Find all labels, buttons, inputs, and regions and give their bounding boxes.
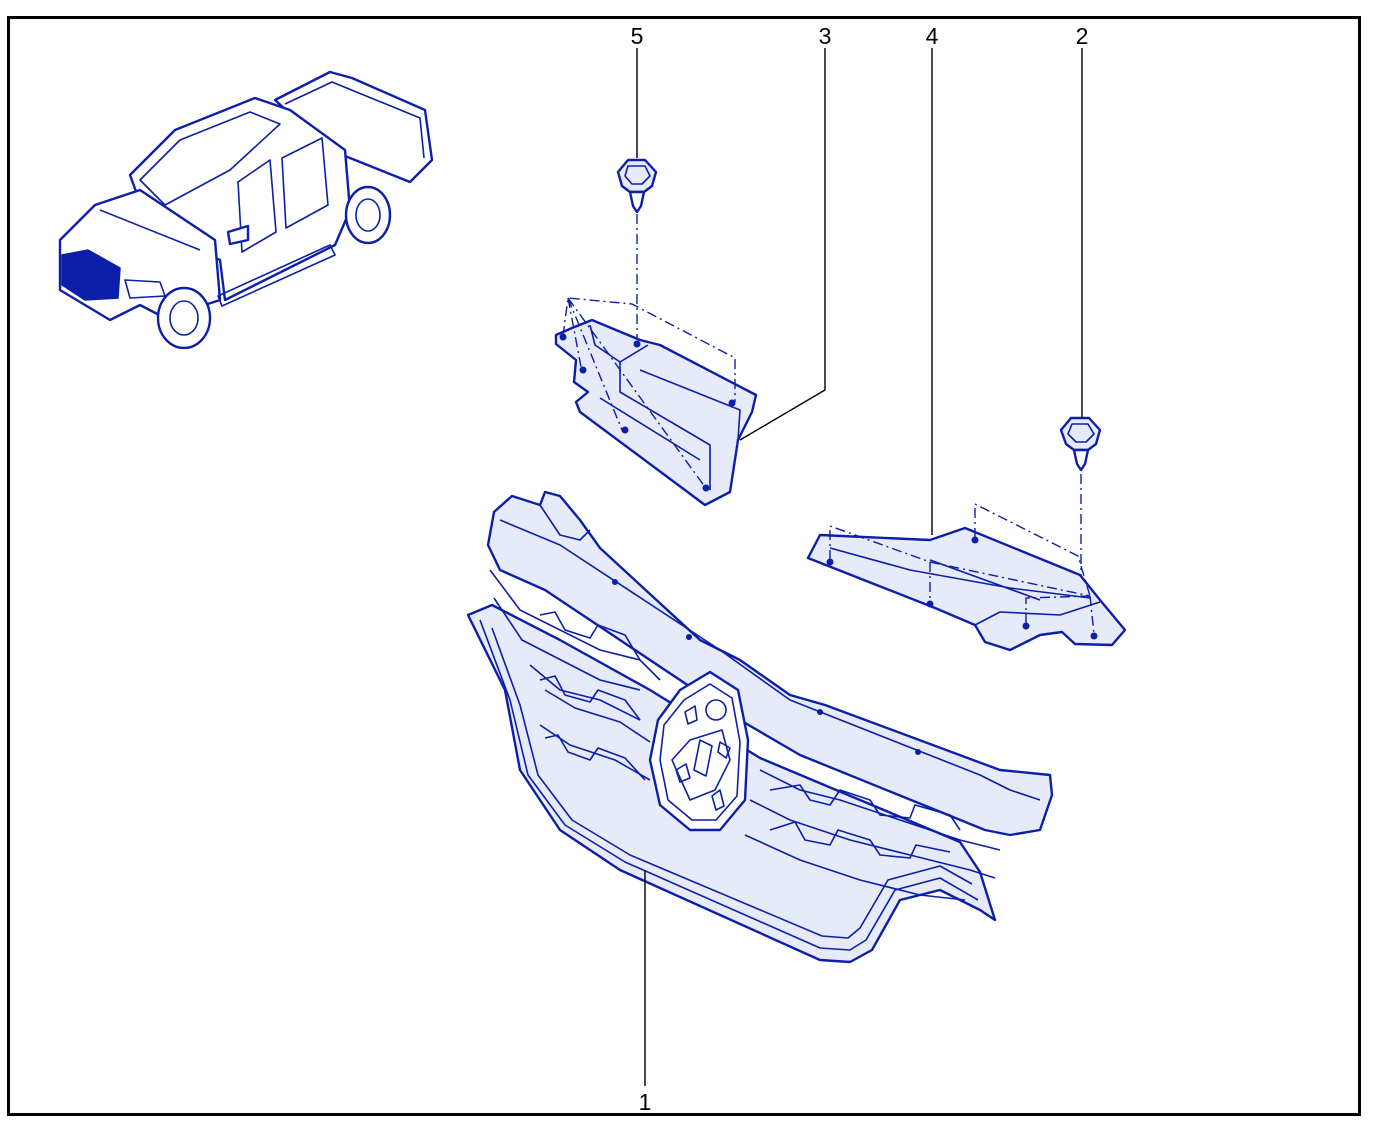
clip-fastener-2 [1059, 416, 1102, 600]
bracket-part-4 [806, 502, 1127, 652]
grille-icon [466, 490, 1054, 964]
callout-1: 1 [639, 870, 652, 1115]
clip-fastener-5 [616, 158, 658, 340]
callout-5: 5 [631, 23, 644, 158]
grille-part-1 [466, 490, 1054, 964]
callout-4: 4 [926, 23, 939, 535]
bracket-part-3 [554, 297, 758, 507]
callout-label: 5 [631, 23, 644, 49]
clip-fastener-icon [616, 158, 658, 214]
callout-label: 3 [819, 23, 832, 49]
bracket-icon [806, 526, 1127, 652]
bracket-icon [554, 318, 758, 507]
callout-label: 1 [639, 1089, 652, 1115]
pickup-truck-icon [58, 70, 434, 350]
callout-label: 2 [1076, 23, 1089, 49]
callout-3: 3 [739, 23, 832, 441]
callout-2: 2 [1076, 23, 1089, 418]
clip-fastener-icon [1059, 416, 1102, 472]
callout-label: 4 [926, 23, 939, 49]
